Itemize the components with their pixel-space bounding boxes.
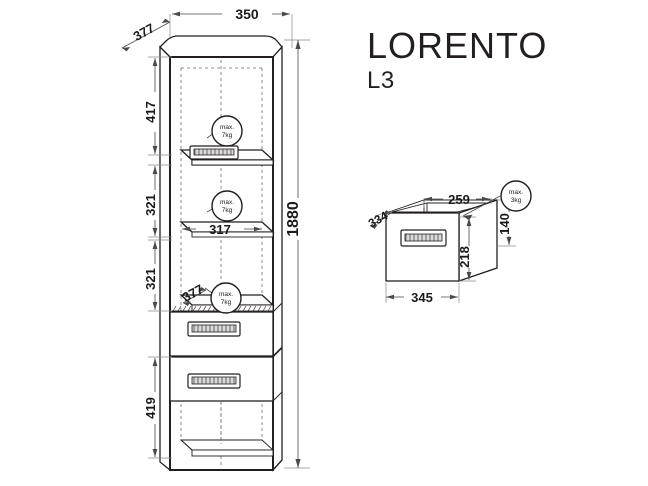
dimension-depth-377-top xyxy=(121,18,171,52)
shelf-1-handle xyxy=(189,145,239,160)
dimension-317 xyxy=(182,226,262,232)
dimension-321-lower xyxy=(148,239,172,312)
cabinet-drawer-front-1 xyxy=(169,301,283,357)
badge-1-line-1: max. xyxy=(220,124,234,131)
dimension-334 xyxy=(369,210,392,229)
dimension-depth-377-inner xyxy=(182,287,207,306)
label-140: 140 xyxy=(497,213,512,235)
dimension-345 xyxy=(385,283,460,303)
cabinet-interior-back xyxy=(180,67,263,440)
brand-title: LORENTO xyxy=(367,25,547,66)
label-345: 345 xyxy=(411,290,433,305)
dimension-321-upper xyxy=(148,164,172,238)
label-321-upper: 321 xyxy=(143,194,158,216)
label-377-top: 377 xyxy=(131,20,157,44)
badge-2-line-1: max. xyxy=(220,199,234,206)
badge-1-line-2: 7kg xyxy=(222,132,233,139)
badge-3-line-2: 7kg xyxy=(221,299,232,306)
label-1880: 1880 xyxy=(285,201,302,237)
label-259: 259 xyxy=(448,192,470,207)
label-419: 419 xyxy=(143,397,158,419)
dimension-259 xyxy=(423,196,492,208)
cabinet-left-side xyxy=(159,45,171,472)
label-317: 317 xyxy=(209,222,231,237)
load-badge-shelf-1 xyxy=(206,115,243,147)
badge-drawer-line-1: max. xyxy=(509,189,523,196)
badge-2-line-2: 7kg xyxy=(222,207,233,214)
badge-3-line-1: max. xyxy=(219,291,233,298)
dimension-1880 xyxy=(284,39,310,469)
load-badge-drawer xyxy=(462,180,532,221)
label-218: 218 xyxy=(457,246,472,268)
cabinet-right-side xyxy=(272,45,283,472)
load-badge-shelf-2 xyxy=(206,190,243,222)
cabinet-drawer-front-2 xyxy=(169,346,283,402)
dimension-419 xyxy=(148,356,172,459)
cabinet-top-surface xyxy=(159,35,283,58)
badge-drawer-line-2: 3kg xyxy=(511,197,522,204)
dimension-417 xyxy=(148,56,172,156)
cabinet-bottom-section xyxy=(170,401,283,471)
drawer-detail-handle xyxy=(400,229,447,247)
dimension-218 xyxy=(459,216,476,282)
model-title: L3 xyxy=(367,67,395,94)
label-417: 417 xyxy=(143,101,158,123)
label-321-lower: 321 xyxy=(143,268,158,290)
load-badge-shelf-3 xyxy=(204,282,242,314)
label-350: 350 xyxy=(235,6,259,22)
